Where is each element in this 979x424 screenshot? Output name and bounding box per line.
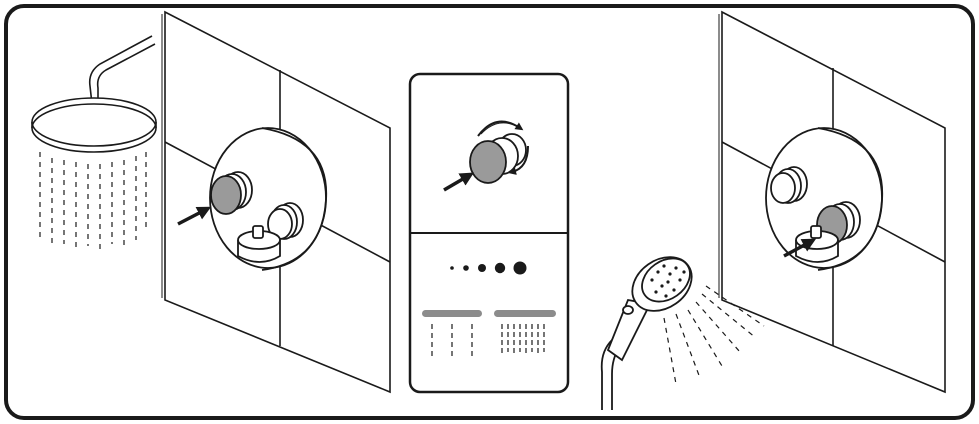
- center-panel: [410, 74, 568, 392]
- flow-dot-2: [463, 265, 469, 271]
- flow-dot-1: [450, 266, 454, 270]
- flow-dot-5: [514, 262, 527, 275]
- flow-dot-3: [478, 264, 486, 272]
- flow-dot-4: [495, 263, 505, 273]
